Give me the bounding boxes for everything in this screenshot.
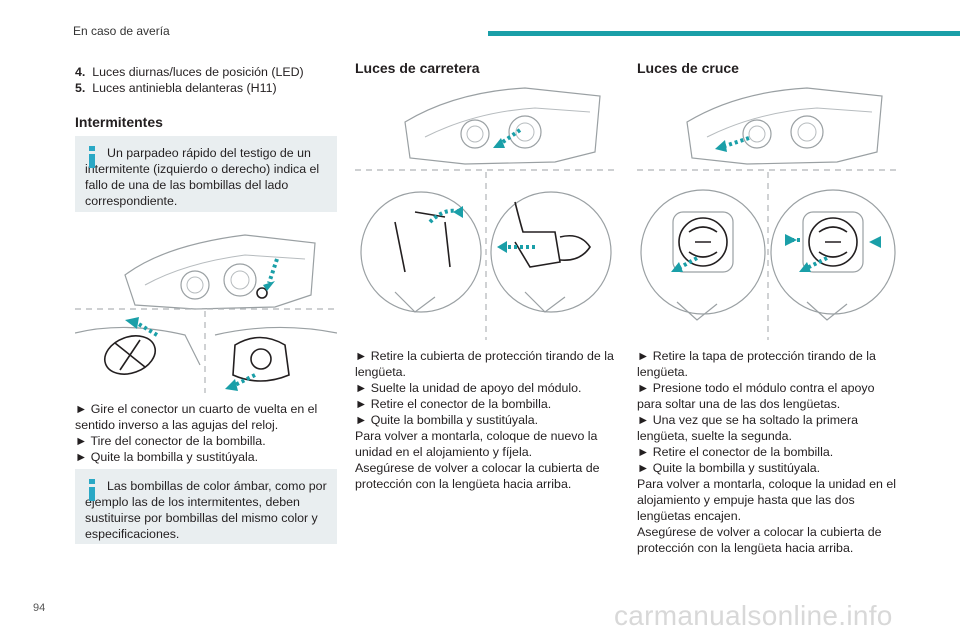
low-beam-illustration xyxy=(637,87,899,340)
step: ► Presione todo el módulo contra el apoy… xyxy=(637,381,875,411)
numbered-list: 4. Luces diurnas/luces de posición (LED)… xyxy=(75,64,337,96)
info-icon xyxy=(89,479,95,501)
high-beam-illustration xyxy=(355,87,617,340)
paragraph: Asegúrese de volver a colocar la cubiert… xyxy=(355,461,600,491)
page-number: 94 xyxy=(33,602,46,614)
paragraph: Para volver a montarla, coloque de nuevo… xyxy=(355,429,598,459)
step: ► Quite la bombilla y sustitúyala. xyxy=(355,413,539,427)
step: ► Suelte la unidad de apoyo del módulo. xyxy=(355,381,582,395)
info-notice: Un parpadeo rápido del testigo de un int… xyxy=(75,136,337,212)
info-notice: Las bombillas de color ámbar, como por e… xyxy=(75,469,337,544)
header-accent-bar xyxy=(488,31,960,36)
list-item: 5. Luces antiniebla delanteras (H11) xyxy=(75,81,277,95)
heading-intermitentes: Intermitentes xyxy=(75,114,163,130)
notice-text: Las bombillas de color ámbar, como por e… xyxy=(85,479,327,541)
paragraph: Asegúrese de volver a colocar la cubiert… xyxy=(637,525,882,555)
step: ► Quite la bombilla y sustitúyala. xyxy=(75,450,259,464)
list-item: 4. Luces diurnas/luces de posición (LED) xyxy=(75,65,304,79)
step: ► Retire el conector de la bombilla. xyxy=(355,397,552,411)
step: ► Tire del conector de la bombilla. xyxy=(75,434,266,448)
step: ► Retire la cubierta de protección tiran… xyxy=(355,349,614,379)
step: ► Quite la bombilla y sustitúyala. xyxy=(637,461,821,475)
step: ► Gire el conector un cuarto de vuelta e… xyxy=(75,402,318,432)
instructions: ► Retire la cubierta de protección tiran… xyxy=(355,348,617,492)
notice-text: Un parpadeo rápido del testigo de un int… xyxy=(85,146,320,208)
instructions: ► Gire el conector un cuarto de vuelta e… xyxy=(75,401,337,465)
step: ► Retire el conector de la bombilla. xyxy=(637,445,834,459)
step: ► Una vez que se ha soltado la primera l… xyxy=(637,413,858,443)
turn-signal-illustration xyxy=(75,234,337,393)
paragraph: Para volver a montarla, coloque la unida… xyxy=(637,477,896,523)
section-title: En caso de avería xyxy=(73,24,170,38)
step: ► Retire la tapa de protección tirando d… xyxy=(637,349,876,379)
heading-luces-carretera: Luces de carretera xyxy=(355,60,480,76)
heading-luces-cruce: Luces de cruce xyxy=(637,60,739,76)
info-icon xyxy=(89,146,95,168)
watermark: carmanualsonline.info xyxy=(614,600,893,631)
instructions: ► Retire la tapa de protección tirando d… xyxy=(637,348,899,556)
